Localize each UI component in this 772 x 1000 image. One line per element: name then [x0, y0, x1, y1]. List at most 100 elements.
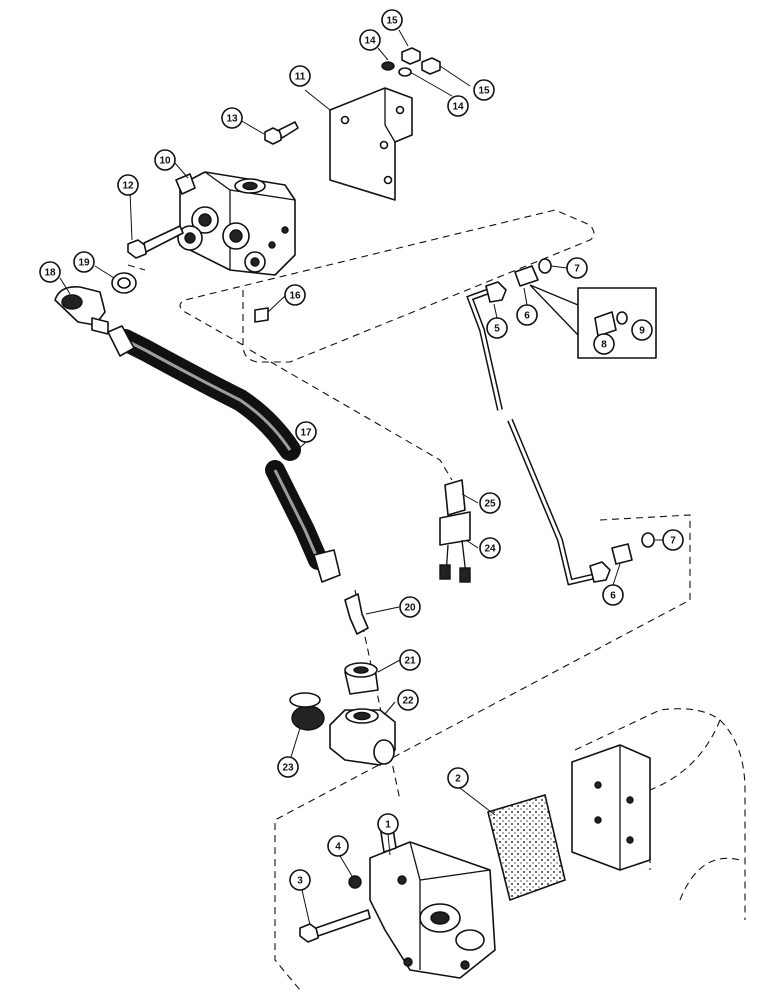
callout-circle	[473, 79, 495, 101]
elbow-fitting-part-18	[54, 285, 109, 335]
callout-label: 14	[452, 102, 464, 113]
callout-circle	[662, 529, 684, 551]
callout-circle	[39, 261, 61, 283]
callout-label: 4	[335, 842, 341, 853]
callout-8: 8	[593, 333, 615, 355]
callout-circle	[381, 9, 403, 31]
callout-circle	[284, 284, 306, 306]
leader-lines	[59, 29, 663, 926]
callout-circle	[73, 251, 95, 273]
callout-label: 12	[122, 181, 134, 192]
callout-label: 6	[610, 591, 616, 602]
callout-circle	[289, 869, 311, 891]
callout-label: 15	[386, 16, 398, 27]
callout-label: 8	[601, 340, 607, 351]
callout-label: 17	[300, 428, 312, 439]
callout-2: 2	[447, 767, 469, 789]
tee-part-22	[329, 708, 396, 766]
callout-label: 18	[44, 268, 56, 279]
callout-19: 19	[73, 251, 95, 273]
callout-label: 25	[484, 499, 496, 510]
callout-label: 24	[484, 544, 496, 555]
callout-label: 20	[404, 603, 416, 614]
callout-circle	[117, 174, 139, 196]
tube-part-5	[466, 281, 611, 586]
callout-circle	[221, 107, 243, 129]
bolt-part-13	[264, 121, 299, 145]
callout-circle	[399, 596, 421, 618]
hose-part-17	[107, 325, 341, 583]
callout-circle	[447, 95, 469, 117]
callout-9: 9	[631, 319, 653, 341]
callout-13: 13	[221, 107, 243, 129]
callout-circle	[486, 317, 508, 339]
elbow-part-20	[344, 593, 369, 635]
fittings-part-6-7	[514, 258, 655, 565]
callout-circle	[602, 584, 624, 606]
callout-circle	[289, 65, 311, 87]
callout-14: 14	[447, 95, 469, 117]
switch-part-24	[439, 479, 471, 583]
callout-15: 15	[381, 9, 403, 31]
callout-circle	[397, 689, 419, 711]
callout-23: 23	[277, 756, 299, 778]
callout-circle	[377, 813, 399, 835]
callout-label: 3	[297, 876, 303, 887]
callout-3: 3	[289, 869, 311, 891]
callout-circle	[399, 649, 421, 671]
callouts: 1234566778910111213141415151617181920212…	[39, 9, 684, 891]
callout-circle	[327, 835, 349, 857]
callout-14: 14	[359, 29, 381, 51]
callout-21: 21	[399, 649, 421, 671]
callout-circle	[593, 333, 615, 355]
callout-25: 25	[479, 492, 501, 514]
callout-label: 10	[159, 156, 171, 167]
callout-circle	[479, 537, 501, 559]
plug-part-16	[254, 307, 269, 323]
callout-6: 6	[602, 584, 624, 606]
callout-label: 1	[385, 820, 391, 831]
callout-15: 15	[473, 79, 495, 101]
callout-label: 14	[364, 36, 376, 47]
callout-label: 16	[289, 291, 301, 302]
callout-label: 13	[226, 114, 238, 125]
callout-circle	[516, 304, 538, 326]
callout-10: 10	[154, 149, 176, 171]
callout-label: 2	[455, 774, 461, 785]
callout-18: 18	[39, 261, 61, 283]
callout-16: 16	[284, 284, 306, 306]
bolt-part-3	[299, 875, 371, 943]
callout-circle	[277, 756, 299, 778]
callout-label: 7	[670, 536, 676, 547]
bracket-part-11	[329, 87, 413, 201]
callout-7: 7	[566, 257, 588, 279]
callout-circle	[447, 767, 469, 789]
callout-label: 9	[639, 326, 645, 337]
callout-24: 24	[479, 537, 501, 559]
callout-4: 4	[327, 835, 349, 857]
callout-5: 5	[486, 317, 508, 339]
callout-label: 23	[282, 763, 294, 774]
callout-label: 6	[524, 311, 530, 322]
callout-circle	[631, 319, 653, 341]
valve-body-part-10	[175, 171, 296, 276]
callout-20: 20	[399, 596, 421, 618]
callout-label: 11	[295, 72, 306, 83]
washer-part-19	[111, 272, 137, 294]
callout-label: 15	[478, 86, 490, 97]
bolt-part-12	[127, 225, 184, 259]
callout-11: 11	[289, 65, 311, 87]
callout-label: 7	[574, 264, 580, 275]
callout-label: 19	[78, 258, 90, 269]
callout-6: 6	[516, 304, 538, 326]
callout-circle	[295, 421, 317, 443]
bushing-part-21	[344, 662, 379, 695]
callout-22: 22	[397, 689, 419, 711]
callout-12: 12	[117, 174, 139, 196]
dashed-assembly-lines	[127, 209, 691, 991]
gasket-part-2	[487, 793, 566, 902]
callout-circle	[566, 257, 588, 279]
callout-1: 1	[377, 813, 399, 835]
